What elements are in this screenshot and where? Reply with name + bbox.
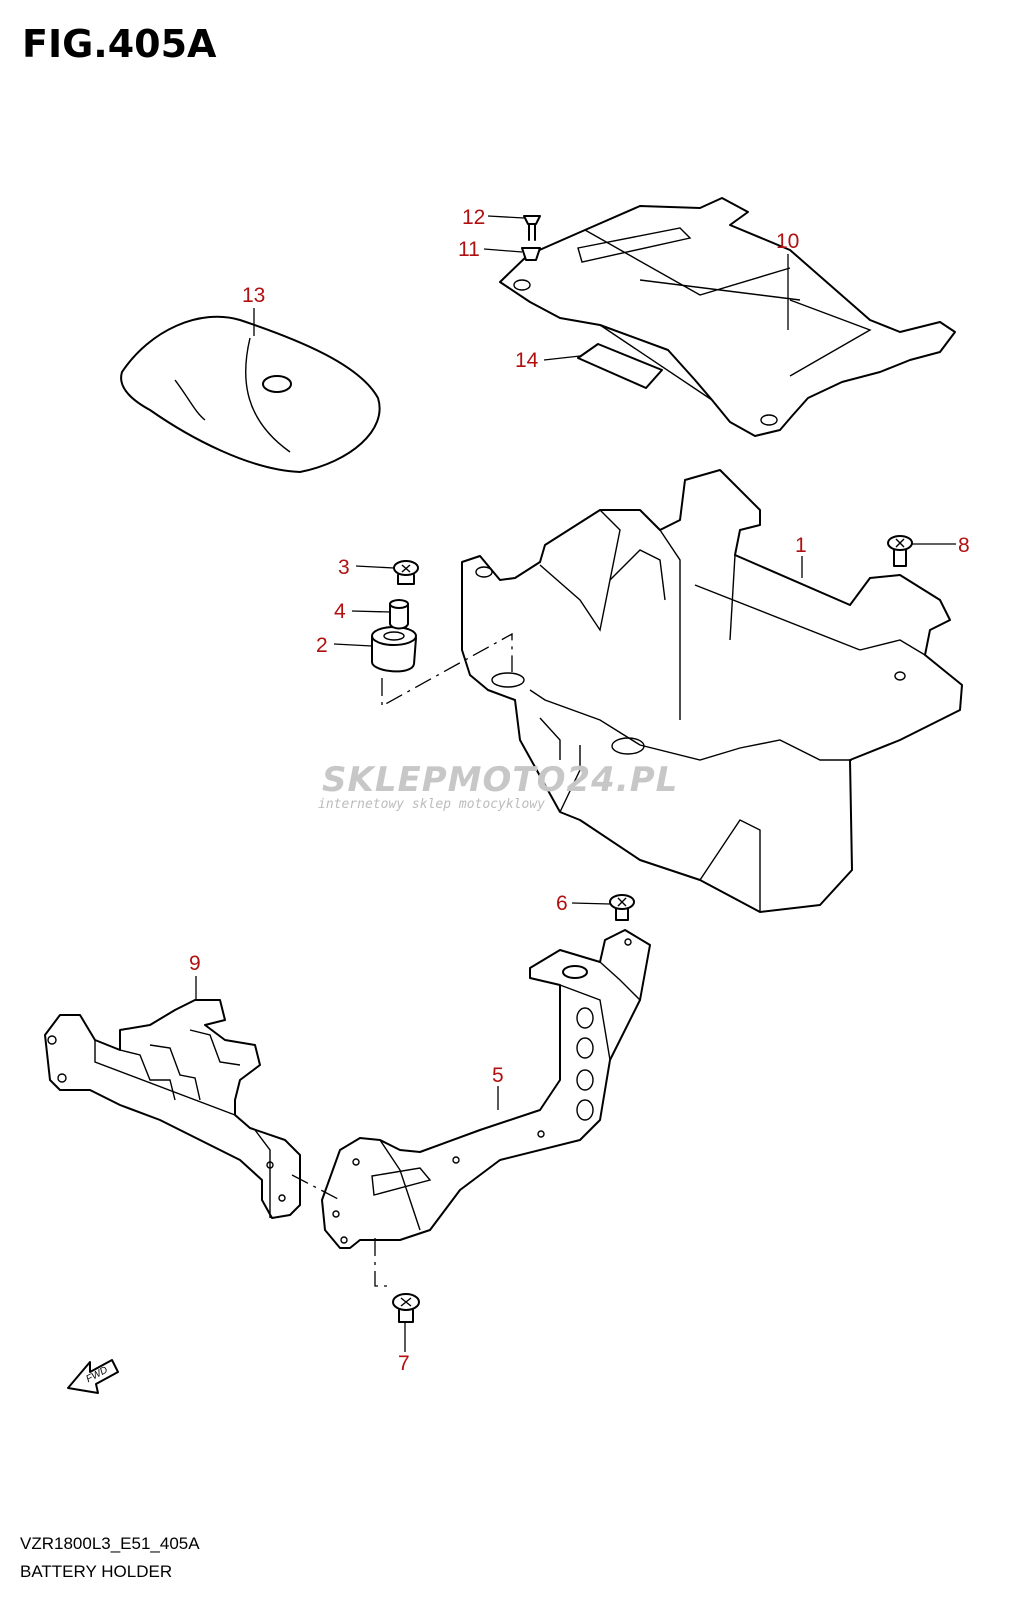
part-6-bolt <box>609 894 635 921</box>
part-8-bolt <box>887 535 913 567</box>
part-7-bolt <box>392 1293 420 1323</box>
callout-5: 5 <box>492 1064 504 1087</box>
callout-9: 9 <box>189 952 201 975</box>
leader-lines <box>195 215 956 1352</box>
part-3-bolt <box>393 560 419 585</box>
callout-12: 12 <box>462 206 485 229</box>
part-12-screw <box>523 215 541 241</box>
model-code: VZR1800L3_E51_405A <box>20 1534 200 1553</box>
callout-10: 10 <box>776 230 799 253</box>
assembly-lines <box>291 632 513 1287</box>
callout-8: 8 <box>958 534 970 557</box>
callout-7: 7 <box>398 1352 410 1375</box>
callout-3: 3 <box>338 556 350 579</box>
watermark-brand: SKLEPMOTO24.PL <box>322 760 679 800</box>
part-13-cover <box>120 315 381 473</box>
callout-4: 4 <box>334 600 346 623</box>
callout-14: 14 <box>515 349 539 372</box>
part-11-clip <box>521 247 541 261</box>
part-5-bracket <box>321 929 651 1249</box>
part-4-collar <box>389 599 409 630</box>
callout-11: 11 <box>458 238 480 261</box>
part-10-tray <box>499 197 956 437</box>
part-14-pad <box>577 343 663 389</box>
section-name: BATTERY HOLDER <box>20 1562 173 1581</box>
part-1-battery-box <box>461 469 963 913</box>
part-2-cushion <box>371 626 417 673</box>
callout-6: 6 <box>556 892 568 915</box>
callout-2: 2 <box>316 634 328 657</box>
callout-1: 1 <box>795 534 807 557</box>
watermark-tagline: internetowy sklep motocyklowy <box>318 797 545 812</box>
figure-title: FIG.405A <box>22 22 217 66</box>
callout-13: 13 <box>242 284 265 307</box>
part-9-bracket <box>44 999 301 1219</box>
fwd-arrow-icon: FWD <box>67 1359 119 1394</box>
